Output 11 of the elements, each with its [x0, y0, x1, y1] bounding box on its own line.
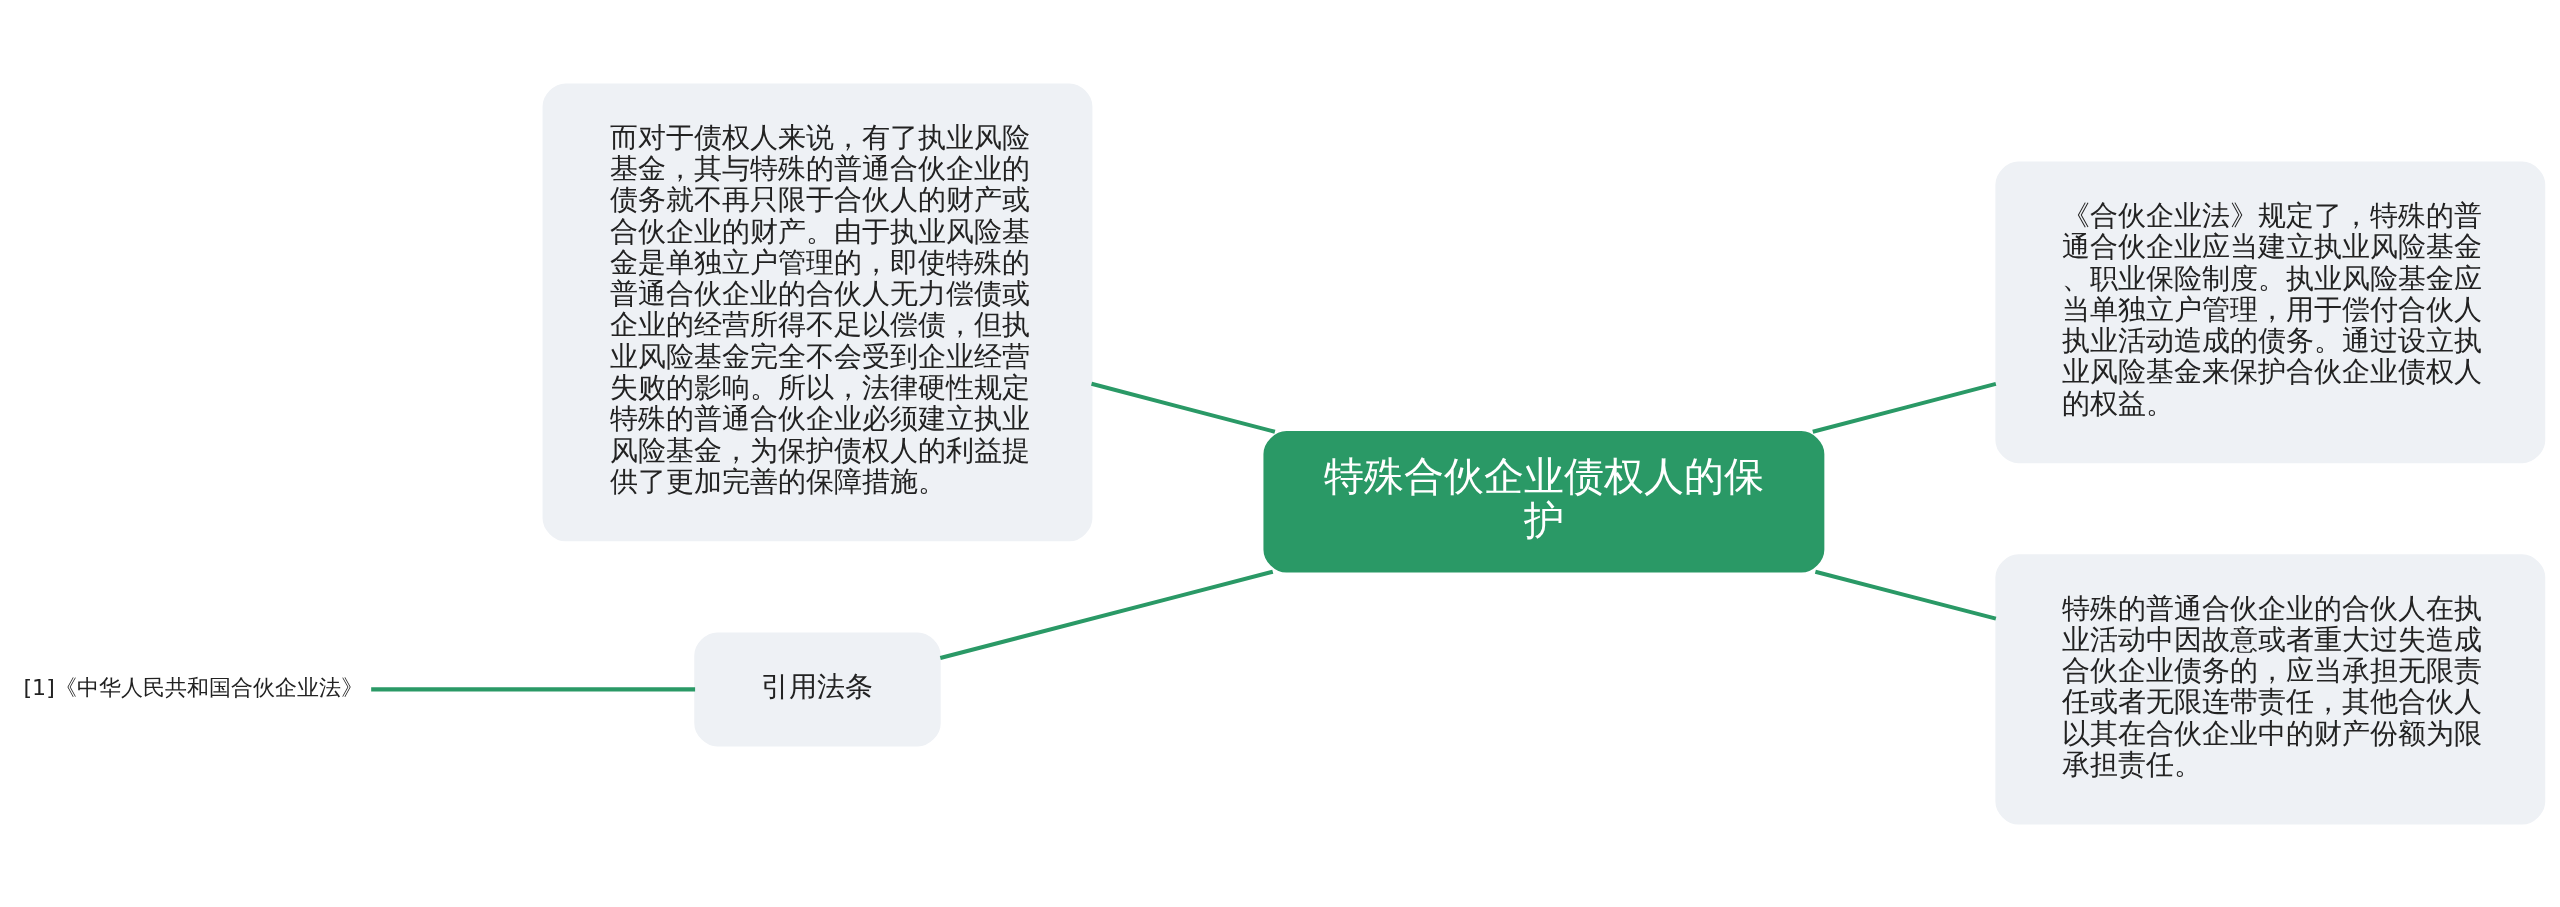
node-box: 而对于债权人来说，有了执业风险基金，其与特殊的普通合伙企业的债务就不再只限于合伙人的财产或合伙企业的财产。由于执业风险基金是单独立户管理的，即使特殊的普通合伙企业的合伙人无力偿债或企业的经营所得不足以偿债，但执业风险基金完全不会受到企业经营失败的影响。所以，法律硬性规定特殊的普通合伙企业必须建立执业风险基金，为保护债权人的利益提供了更加完善的保障措施。	[542, 82, 1093, 541]
node-box: 特殊合伙企业债权人的保护	[1263, 430, 1825, 573]
connector	[371, 686, 696, 691]
connector	[939, 569, 1274, 660]
node-box: 特殊的普通合伙企业的合伙人在执业活动中因故意或者重大过失造成合伙企业债务的，应当承担无限责任或者无限连带责任，其他合伙人以其在合伙企业中的财产份额为限承担责任。	[1995, 553, 2546, 825]
connector	[1091, 381, 1276, 434]
connector	[1812, 381, 1997, 434]
connector	[1814, 569, 1997, 621]
node-text: [1]《中华人民共和国合伙企业法》	[23, 674, 363, 700]
node-box: 引用法条	[694, 631, 941, 746]
node-box: 《合伙企业法》规定了，特殊的普通合伙企业应当建立执业风险基金、职业保险制度。执业风险基金应当单独立户管理，用于偿付合伙人执业活动造成的债务。通过设立执业风险基金来保护合伙企业债权人的权益。	[1995, 161, 2546, 463]
